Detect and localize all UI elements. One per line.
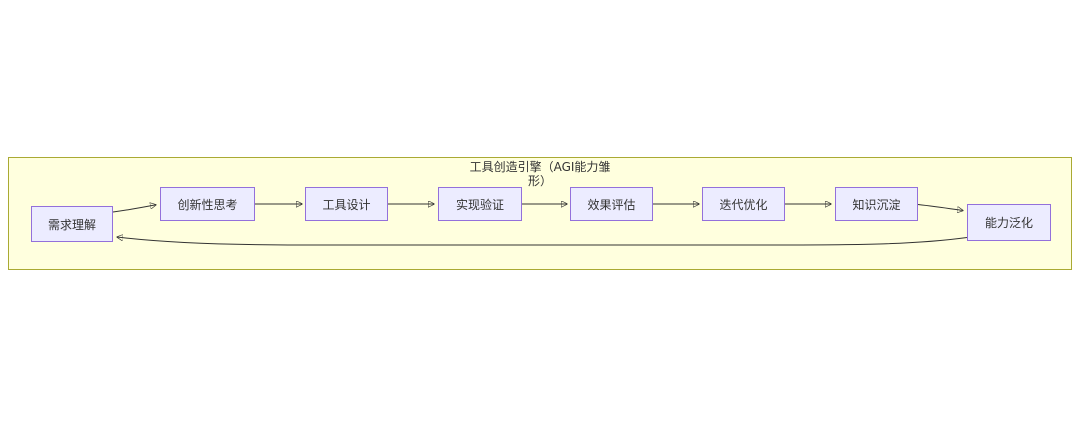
node-knowledge-accumulation: 知识沉淀 — [835, 187, 918, 221]
node-label: 需求理解 — [47, 217, 96, 232]
node-capability-generalization: 能力泛化 — [967, 204, 1051, 241]
node-effect-evaluation: 效果评估 — [570, 187, 653, 221]
node-label: 工具设计 — [322, 197, 371, 212]
node-label: 能力泛化 — [984, 216, 1033, 230]
node-tool-design: 工具设计 — [305, 187, 388, 221]
cluster-title: 工具创造引擎（AGI能力雏 形） — [9, 160, 1071, 188]
node-label: 实现验证 — [455, 197, 504, 212]
node-label: 知识沉淀 — [852, 197, 901, 212]
node-innovative-thinking: 创新性思考 — [160, 187, 255, 221]
node-label: 效果评估 — [587, 197, 636, 212]
node-label: 创新性思考 — [177, 197, 238, 212]
node-implementation-verification: 实现验证 — [438, 187, 522, 221]
node-requirement-understanding: 需求理解 — [31, 206, 113, 242]
node-label: 迭代优化 — [719, 197, 768, 212]
cluster-title-line-2: 形） — [527, 174, 552, 188]
node-iterative-optimization: 迭代优化 — [702, 187, 785, 221]
cluster-title-line-1: 工具创造引擎（AGI能力雏 — [469, 160, 611, 174]
